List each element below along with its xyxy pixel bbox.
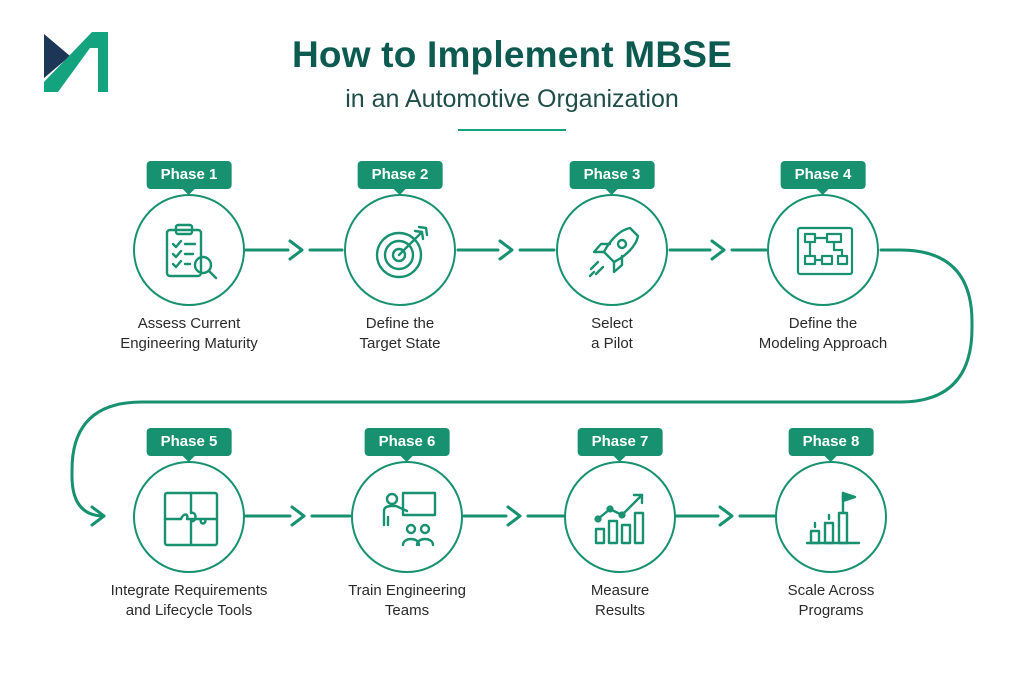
phase-icon-circle xyxy=(133,461,245,573)
phase-label: Select a Pilot xyxy=(507,314,717,354)
phase-label-line-1: Scale Across xyxy=(787,582,875,599)
company-logo xyxy=(44,32,108,92)
phase-5-step: Phase 5 Integrate Requirements and Lifec… xyxy=(94,428,284,638)
presenter-teaching-icon xyxy=(382,491,437,547)
phase-badge: Phase 2 xyxy=(357,161,443,195)
phase-label: Integrate Requirements and Lifecycle Too… xyxy=(84,581,294,621)
phase-icon-circle xyxy=(351,461,463,573)
phase-2-step: Phase 2 Define the Target State xyxy=(305,161,495,371)
phase-badge: Phase 7 xyxy=(577,428,663,462)
phase-label-line-1: Define the xyxy=(365,315,435,332)
phase-badge: Phase 4 xyxy=(780,161,866,195)
phase-7-step: Phase 7 Measure Results xyxy=(525,428,715,638)
arrow-head-7 xyxy=(718,505,734,527)
page-title: How to Implement MBSE xyxy=(292,34,732,75)
phase-badge: Phase 6 xyxy=(364,428,450,462)
connector-4-5 xyxy=(70,248,974,518)
phase-label: Measure Results xyxy=(515,581,725,621)
phase-label-line-2: Results xyxy=(594,602,646,619)
phase-label: Assess Current Engineering Maturity xyxy=(84,314,294,354)
rocket-icon xyxy=(588,226,640,278)
bar-chart-trend-icon xyxy=(594,493,645,545)
phase-8-step: Phase 8 Scale Across Programs xyxy=(736,428,926,638)
phase-label-line-1: Select xyxy=(591,315,633,332)
arrow-head-1 xyxy=(288,239,304,261)
arrow-head-5 xyxy=(290,505,306,527)
phase-icon-circle xyxy=(775,461,887,573)
phase-4-step: Phase 4 Define the Modeling Approach xyxy=(728,161,918,371)
phase-label-line-1: Train Engineering xyxy=(348,582,466,599)
phase-label-line-2: Target State xyxy=(359,335,441,352)
phase-label-line-1: Define the xyxy=(788,315,858,332)
phase-3-step: Phase 3 Select a Pilot xyxy=(517,161,707,371)
puzzle-icon xyxy=(163,491,219,547)
phase-label: Define the Modeling Approach xyxy=(718,314,928,354)
phase-6-step: Phase 6 Train Engineering Teams xyxy=(312,428,502,638)
growth-chart-flag-icon xyxy=(805,491,861,545)
page-subtitle: in an Automotive Organization xyxy=(345,85,679,113)
phase-badge: Phase 8 xyxy=(788,428,874,462)
arrow-head-2 xyxy=(498,239,514,261)
phase-label-line-2: and Lifecycle Tools xyxy=(125,602,253,619)
phase-icon-circle xyxy=(344,194,456,306)
clipboard-checklist-magnifier-icon xyxy=(165,223,218,280)
phase-badge: Phase 3 xyxy=(569,161,655,195)
phase-label-line-2: Teams xyxy=(384,602,430,619)
arrow-head-4 xyxy=(90,505,106,527)
title-divider xyxy=(458,129,566,131)
phase-label-line-1: Assess Current xyxy=(137,315,241,332)
model-diagram-icon xyxy=(796,226,854,276)
phase-label-line-1: Integrate Requirements xyxy=(110,582,268,599)
phase-label: Define the Target State xyxy=(295,314,505,354)
arrow-head-6 xyxy=(506,505,522,527)
phase-label-line-2: Modeling Approach xyxy=(758,335,888,352)
phase-label-line-2: a Pilot xyxy=(591,335,633,352)
arrow-head-3 xyxy=(710,239,726,261)
phase-label: Train Engineering Teams xyxy=(302,581,512,621)
phase-label-line-1: Measure xyxy=(590,582,650,599)
phase-icon-circle xyxy=(564,461,676,573)
phase-icon-circle xyxy=(133,194,245,306)
target-arrow-icon xyxy=(375,225,429,279)
phase-1-step: Phase 1 Assess Current Engineering Matur… xyxy=(94,161,284,371)
phase-icon-circle xyxy=(767,194,879,306)
phase-icon-circle xyxy=(556,194,668,306)
phase-badge: Phase 5 xyxy=(146,428,232,462)
phase-badge: Phase 1 xyxy=(146,161,232,195)
phase-label: Scale Across Programs xyxy=(726,581,936,621)
phase-label-line-2: Programs xyxy=(798,602,864,619)
phase-label-line-2: Engineering Maturity xyxy=(120,335,258,352)
